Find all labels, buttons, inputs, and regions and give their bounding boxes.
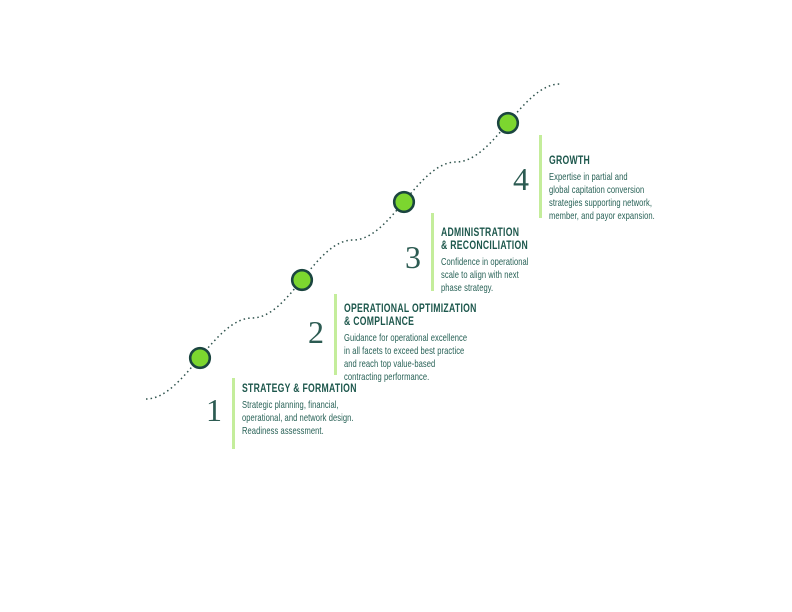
stage-4-description: Expertise in partial and global capitati…	[549, 171, 655, 222]
stage-1-divider-bar	[232, 378, 235, 449]
stage-4-divider-bar	[539, 135, 542, 218]
stage-1-description: Strategic planning, financial, operation…	[242, 399, 354, 437]
stage-2-title: OPERATIONAL OPTIMIZATION & COMPLIANCE	[344, 301, 477, 328]
stage-3-block: 3 ADMINISTRATION & RECONCILIATION Confid…	[386, 213, 706, 294]
stage-3-content: ADMINISTRATION & RECONCILIATION Confiden…	[441, 226, 650, 295]
stage-1-block: 1 STRATEGY & FORMATION Strategic plannin…	[187, 378, 507, 449]
stage-3-number: 3	[405, 239, 421, 275]
milestone-circle-1	[188, 346, 212, 370]
stage-2-content: OPERATIONAL OPTIMIZATION & COMPLIANCE Gu…	[344, 302, 553, 384]
stage-2-number: 2	[308, 314, 324, 350]
stage-2-divider-bar	[334, 294, 337, 375]
milestone-circle-4	[496, 111, 520, 135]
stage-1-title: STRATEGY & FORMATION	[242, 381, 357, 395]
stage-3-divider-bar	[431, 213, 434, 291]
milestone-circle-2	[290, 268, 314, 292]
stage-2-description: Guidance for operational excellence in a…	[344, 332, 468, 383]
stage-4-block: 4 GROWTH Expertise in partial and global…	[494, 135, 792, 222]
stage-2-block: 2 OPERATIONAL OPTIMIZATION & COMPLIANCE …	[289, 294, 609, 383]
stage-3-description: Confidence in operational scale to align…	[441, 256, 529, 294]
stage-4-number: 4	[513, 161, 529, 197]
stage-1-content: STRATEGY & FORMATION Strategic planning,…	[242, 382, 451, 438]
stage-4-content: GROWTH Expertise in partial and global c…	[549, 154, 758, 223]
stage-1-number: 1	[206, 392, 222, 428]
milestone-circle-3	[392, 190, 416, 214]
stage-4-title: GROWTH	[549, 153, 591, 167]
stage-3-title: ADMINISTRATION & RECONCILIATION	[441, 225, 529, 252]
